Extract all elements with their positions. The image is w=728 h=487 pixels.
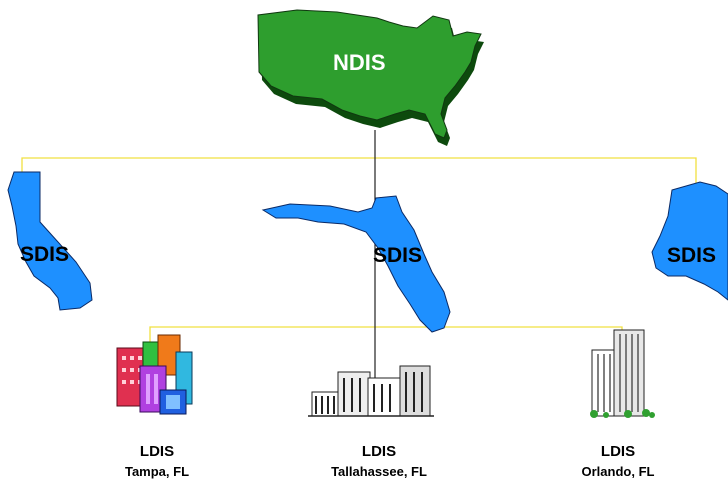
local-level-connector — [149, 326, 623, 352]
florida-map-fill — [261, 195, 451, 333]
state-level-connector — [21, 157, 697, 195]
ldis-city-tallahassee: Tallahassee, FL — [331, 464, 427, 479]
government-building-icon — [308, 365, 434, 417]
new-york-map-fill — [651, 181, 728, 301]
sdis-label-new-york: SDIS — [667, 244, 717, 267]
california-map — [7, 171, 93, 311]
city-buildings-icon — [116, 334, 193, 415]
ldis-title-tampa: LDIS — [139, 443, 175, 460]
ndis-label: NDIS — [333, 50, 386, 75]
florida-map — [261, 195, 451, 333]
usa-map-fill — [257, 9, 482, 139]
new-york-map — [651, 181, 728, 301]
ldis-title-tallahassee: LDIS — [361, 443, 397, 460]
sdis-label-california: SDIS — [20, 243, 70, 266]
ldis-city-tampa: Tampa, FL — [124, 464, 190, 479]
usa-map — [257, 9, 484, 146]
ldis-city-orlando: Orlando, FL — [581, 464, 655, 479]
california-map-fill — [7, 171, 93, 311]
ldis-title-orlando: LDIS — [600, 443, 636, 460]
sdis-label-florida: SDIS — [373, 244, 423, 267]
office-towers-icon — [590, 329, 655, 418]
